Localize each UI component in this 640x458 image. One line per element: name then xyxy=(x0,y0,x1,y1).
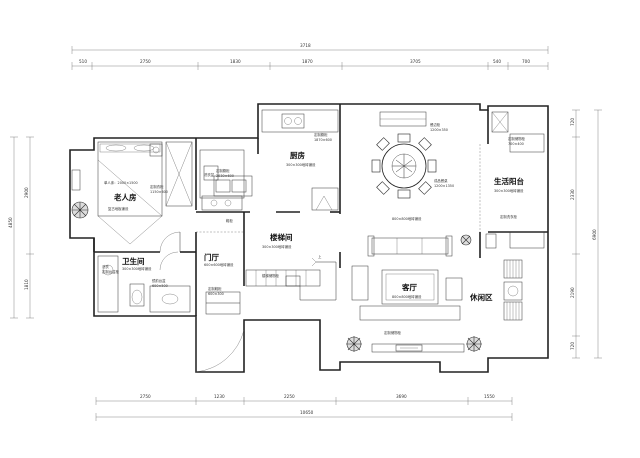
dim-bottom-1: 1230 xyxy=(214,394,225,399)
balcony: 生活阳台 300×300地砖铺设 定制储物柜 700×400 定制洗衣柜 xyxy=(485,111,545,249)
sofa xyxy=(367,235,453,257)
sideboard-size: 1200×350 xyxy=(430,128,448,132)
entrance: 门厅 600×600地砖铺设 鞋柜 定制鞋柜 600×300 洗衣盆 xyxy=(195,149,245,373)
dining: 餐边柜 1200×350 成品餐桌 1200×1350 800×800地砖铺设 xyxy=(371,111,454,221)
plant-icon xyxy=(466,336,482,352)
bath-note1: 洗衣 xyxy=(102,264,109,269)
bedroom-label: 老人房 xyxy=(113,192,137,202)
wardrobe xyxy=(165,141,193,207)
balcony-label: 生活阳台 xyxy=(494,176,524,186)
plant-icon xyxy=(460,234,472,246)
dim-left-outer: 4850 xyxy=(8,217,13,228)
bathroom: 卫生间 300×300地砖铺设 洗衣 定制台盆柜 镜前台盆 600×500 xyxy=(97,251,191,313)
dim-right-2: 2190 xyxy=(570,287,575,298)
balcony-floor: 300×300地砖铺设 xyxy=(494,188,524,193)
living-tv-note: 定制储物柜 xyxy=(384,330,402,335)
living-room: 客厅 800×800地砖铺设 定制储物柜 xyxy=(346,234,482,353)
wardrobe-note: 定制衣柜 xyxy=(150,184,164,189)
plant-icon xyxy=(71,201,89,219)
dim-bottom-0: 2750 xyxy=(140,394,151,399)
bedroom-floor: 复古地板铺设 xyxy=(108,206,129,211)
dim-top-4: 3705 xyxy=(410,59,421,64)
bottom-dimension-lines: 2750 1230 2250 3690 1550 10650 xyxy=(95,394,513,421)
dim-bottom-4: 1550 xyxy=(484,394,495,399)
kitchen-label: 厨房 xyxy=(290,150,305,160)
shoe-cabinet: 鞋柜 xyxy=(226,218,233,223)
entrance-cabinet: 定制鞋柜 xyxy=(208,286,222,291)
dining-floor: 800×800地砖铺设 xyxy=(392,216,422,221)
outer-walls xyxy=(69,103,549,373)
leisure-label: 休闲区 xyxy=(469,292,493,302)
stair-up-mark: 上 xyxy=(318,254,322,259)
entrance-label: 门厅 xyxy=(204,252,219,262)
balcony-bottom: 定制洗衣柜 xyxy=(500,214,518,219)
bathroom-floor: 300×300地砖铺设 xyxy=(122,266,152,271)
living-floor: 800×800地砖铺设 xyxy=(392,294,422,299)
dim-right-1: 2330 xyxy=(570,189,575,200)
staircase-label: 楼梯间 xyxy=(270,232,293,242)
radiator xyxy=(503,259,523,321)
living-label: 客厅 xyxy=(401,282,417,292)
wardrobe-size: 1150×600 xyxy=(150,190,168,194)
dim-top-0: 510 xyxy=(79,59,87,64)
right-dimension-lines: 720 2330 2190 720 6900 xyxy=(570,109,602,359)
staircase: 上 楼梯间 300×300地砖铺设 楼梯储物柜 xyxy=(245,232,337,301)
bedroom: 老人房 单人床：2000×1500 复古地板铺设 定制衣柜 1150×600 xyxy=(71,141,193,253)
dim-top-6: 700 xyxy=(522,59,530,64)
dim-right-outer: 6900 xyxy=(592,229,597,240)
dining-table-note: 成品餐桌 xyxy=(434,178,448,183)
dim-bottom-2: 2250 xyxy=(284,394,295,399)
entrance-floor: 600×600地砖铺设 xyxy=(204,262,234,267)
dim-left-1: 1810 xyxy=(24,279,29,290)
leisure-area: 休闲区 xyxy=(469,259,523,321)
stair-storage: 楼梯储物柜 xyxy=(262,273,280,278)
dim-top-2: 1830 xyxy=(230,59,241,64)
dim-right-3: 720 xyxy=(570,342,575,350)
dining-table-size: 1200×1350 xyxy=(434,184,454,188)
kitchen-floor: 300×300地砖铺设 xyxy=(286,162,316,167)
wash-basin: 洗衣盆 xyxy=(204,172,215,177)
sideboard-note: 餐边柜 xyxy=(430,122,441,127)
coffee-table xyxy=(381,269,439,305)
stove-icon xyxy=(281,113,305,129)
bath-note2: 定制台盆柜 xyxy=(102,269,120,274)
dim-bottom-total: 10650 xyxy=(300,410,314,415)
kitchen: 厨房 300×300地砖铺设 定制橱柜 1870×600 定制橱柜 2030×6… xyxy=(213,109,339,211)
dim-top-1: 2750 xyxy=(140,59,151,64)
dim-right-0: 720 xyxy=(570,118,575,126)
dim-top-5: 540 xyxy=(493,59,501,64)
bath-vanity-size: 600×500 xyxy=(152,284,168,288)
dim-top-3: 1870 xyxy=(302,59,313,64)
bathroom-label: 卫生间 xyxy=(122,256,145,266)
bed-note: 单人床：2000×1500 xyxy=(104,180,138,185)
plant-icon xyxy=(346,336,362,352)
kitchen-low-cabinet-size: 2030×600 xyxy=(216,174,234,178)
left-dimension-lines: 4850 2900 1810 xyxy=(8,136,34,319)
kitchen-cabinet: 定制橱柜 xyxy=(314,132,328,137)
kitchen-low-cabinet: 定制橱柜 xyxy=(216,168,230,173)
top-dimension-lines: 3718 510 2750 1830 1870 3705 540 700 xyxy=(71,43,549,70)
staircase-floor: 300×300地砖铺设 xyxy=(262,244,292,249)
balcony-cabinet: 定制储物柜 xyxy=(508,136,526,141)
dining-table xyxy=(371,133,437,199)
dim-left-0: 2900 xyxy=(24,187,29,198)
tv-cabinet xyxy=(371,343,465,353)
kitchen-cabinet-size: 1870×600 xyxy=(314,138,332,142)
dim-top-total: 3718 xyxy=(300,43,311,48)
bed xyxy=(97,141,163,217)
bath-vanity: 镜前台盆 xyxy=(152,278,166,283)
toilet xyxy=(129,283,145,307)
entrance-cabinet-size: 600×300 xyxy=(208,292,224,296)
dim-bottom-3: 3690 xyxy=(396,394,407,399)
balcony-size: 700×400 xyxy=(508,142,524,146)
